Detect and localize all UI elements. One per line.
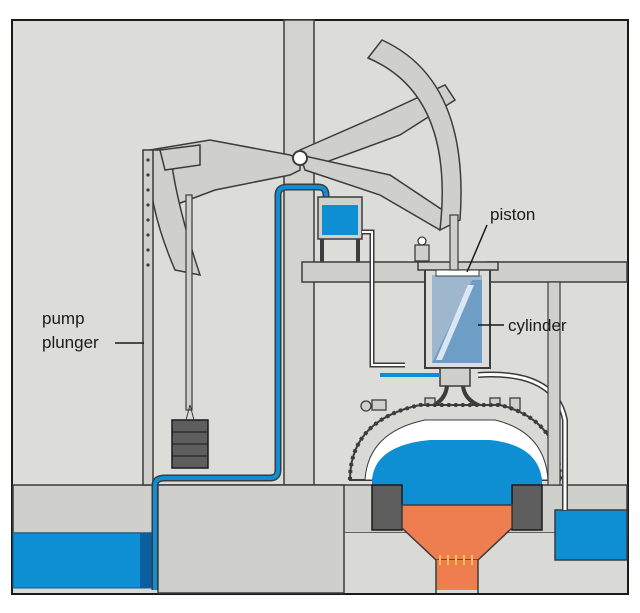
water-pipe-fill — [153, 185, 328, 590]
right-support — [547, 281, 561, 486]
tank-stand-left — [320, 239, 324, 262]
weight-icon — [171, 404, 209, 469]
weight-rod — [185, 194, 193, 411]
boiler-icon — [348, 403, 562, 531]
pump-plunger-label-line1: pump — [42, 309, 85, 328]
pump-plunger-label-line2: plunger — [42, 333, 99, 352]
cylinder-neck — [439, 367, 471, 387]
right-drain-pipe-inner — [477, 373, 567, 510]
beam-pivot — [292, 150, 308, 166]
tank-stand-right — [356, 239, 360, 262]
cylinder-label: cylinder — [508, 316, 567, 335]
upper-floor-right — [487, 261, 628, 283]
column-base — [157, 484, 345, 594]
right-water-reservoir — [554, 509, 628, 561]
beam-icon — [148, 39, 462, 276]
fire-icon — [401, 504, 513, 593]
chain-links-left — [146, 158, 150, 267]
left-water-reservoir — [12, 532, 159, 589]
upper-floor-left — [301, 261, 428, 283]
cylinder-feed-pipe-inner — [362, 231, 405, 366]
cylinder-icon — [417, 261, 499, 369]
piston-label: piston — [490, 205, 535, 224]
central-column — [283, 19, 315, 486]
pump-plunger-rod — [142, 149, 154, 486]
piston-leader-line — [466, 224, 488, 273]
valve-icon — [414, 236, 430, 262]
piston-rod — [449, 214, 459, 271]
water-tank-fill — [322, 205, 358, 235]
